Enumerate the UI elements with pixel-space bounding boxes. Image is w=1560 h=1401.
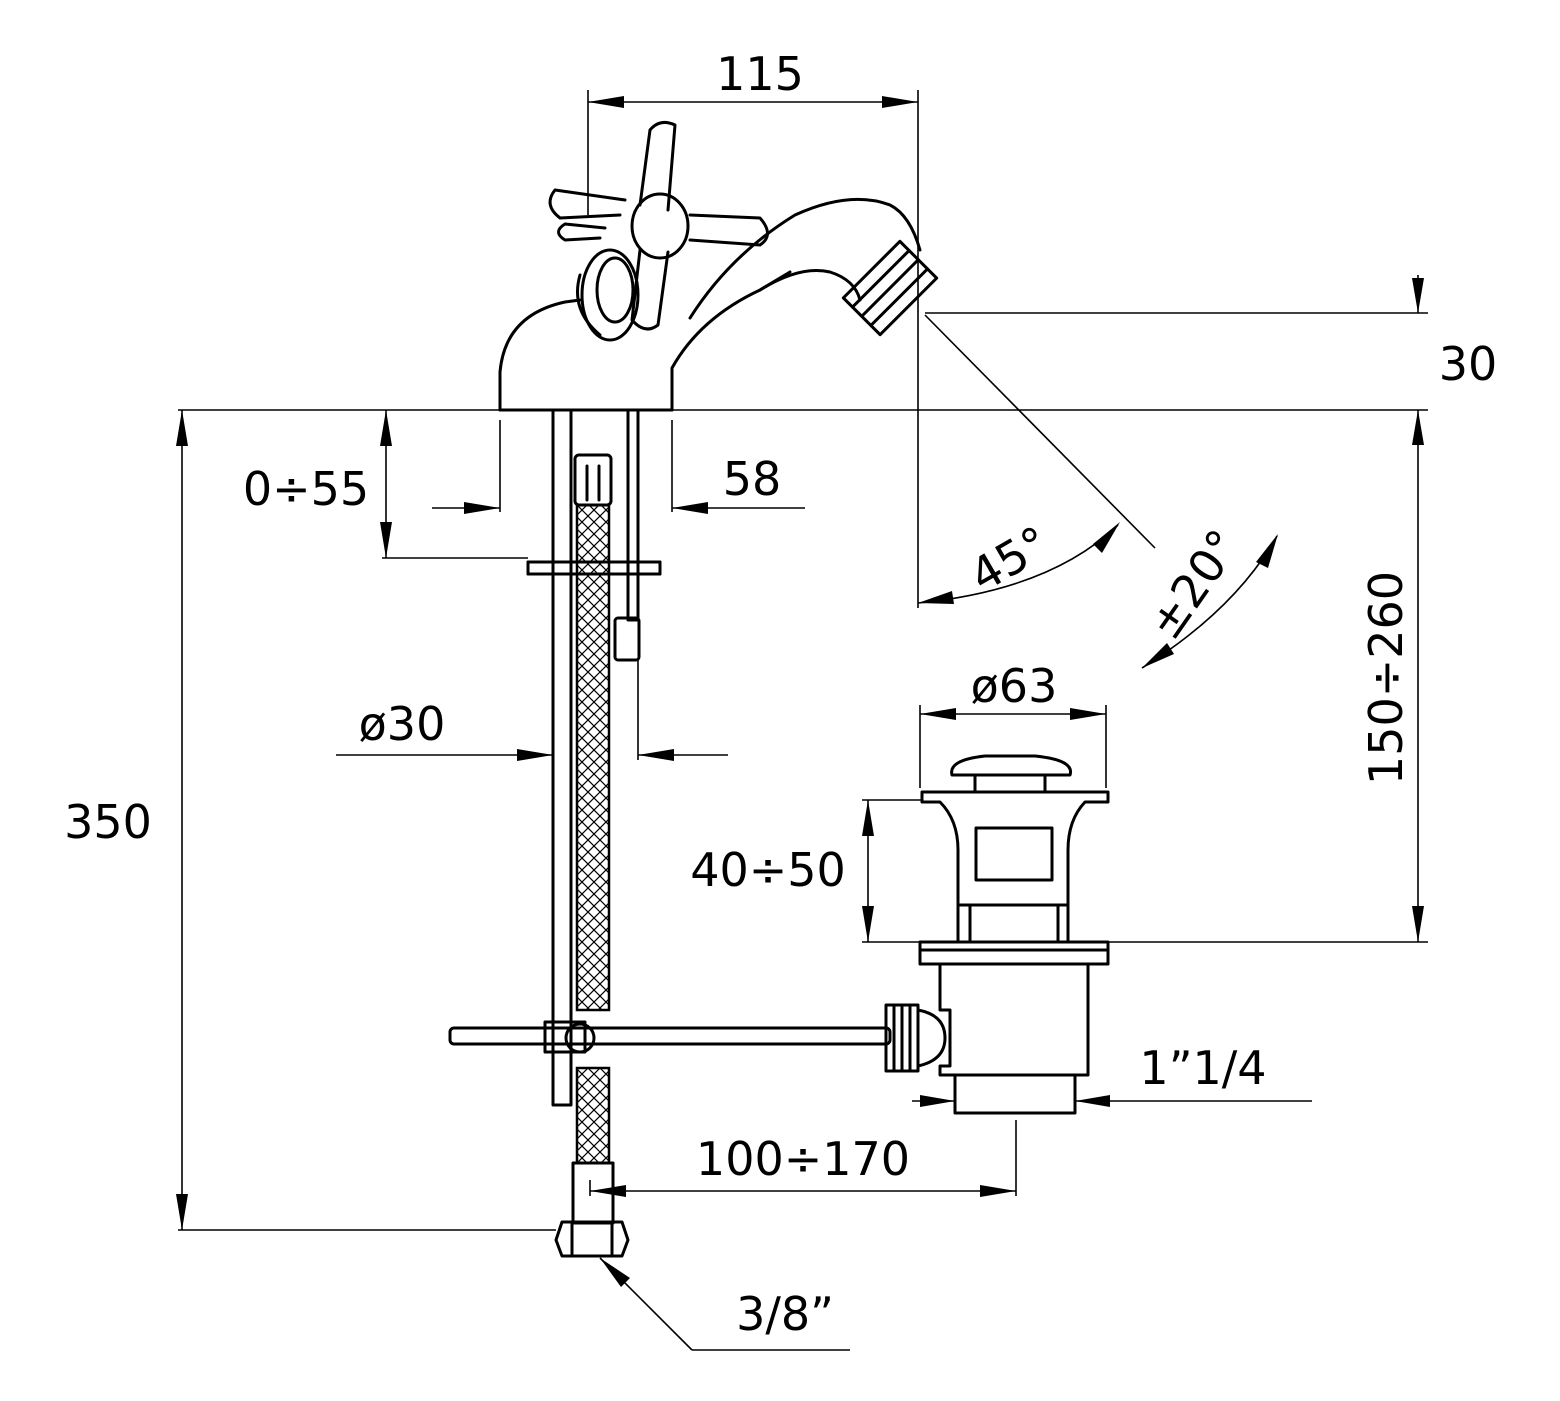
dim-total-350 — [176, 410, 556, 1231]
label-30: 30 — [1439, 337, 1498, 391]
pop-up-waste — [918, 754, 1110, 1115]
label-waste-63: ø63 — [971, 659, 1058, 713]
dim-rod-100-170 — [589, 1120, 1017, 1197]
dim-deck-0-55 — [380, 410, 528, 559]
flexible-hose — [554, 453, 630, 1258]
label-thread-1-1-4: 1”1/4 — [1139, 1041, 1266, 1095]
dim-range-150-260 — [1108, 448, 1428, 943]
label-0-55: 0÷55 — [243, 462, 369, 516]
pop-up-rod — [448, 1003, 947, 1073]
dim-connector-3-8 — [599, 1257, 850, 1351]
label-40-50: 40÷50 — [690, 843, 846, 897]
dim-shank-30 — [336, 660, 728, 761]
dim-tilt-20 — [1141, 534, 1278, 669]
dim-thread-1-1-4 — [912, 1095, 1312, 1107]
label-connector-3-8: 3/8” — [736, 1287, 834, 1341]
label-150-260: 150÷260 — [1359, 571, 1413, 785]
cross-handle — [548, 120, 769, 331]
mixer-body — [498, 197, 939, 412]
dim-waste-63 — [919, 705, 1107, 788]
label-100-170: 100÷170 — [696, 1132, 910, 1186]
label-115: 115 — [716, 47, 804, 101]
label-shank-30: ø30 — [359, 697, 446, 751]
label-350: 350 — [64, 795, 152, 849]
label-58: 58 — [723, 452, 782, 506]
label-45-degrees: 45° — [961, 515, 1059, 603]
dim-angle-45 — [917, 314, 1156, 604]
dim-waste-40-50 — [862, 799, 922, 943]
dim-height-30 — [1412, 275, 1424, 448]
dim-base-58 — [432, 420, 805, 514]
dim-width-115 — [587, 90, 919, 608]
label-tilt-20: ±20° — [1138, 520, 1251, 649]
